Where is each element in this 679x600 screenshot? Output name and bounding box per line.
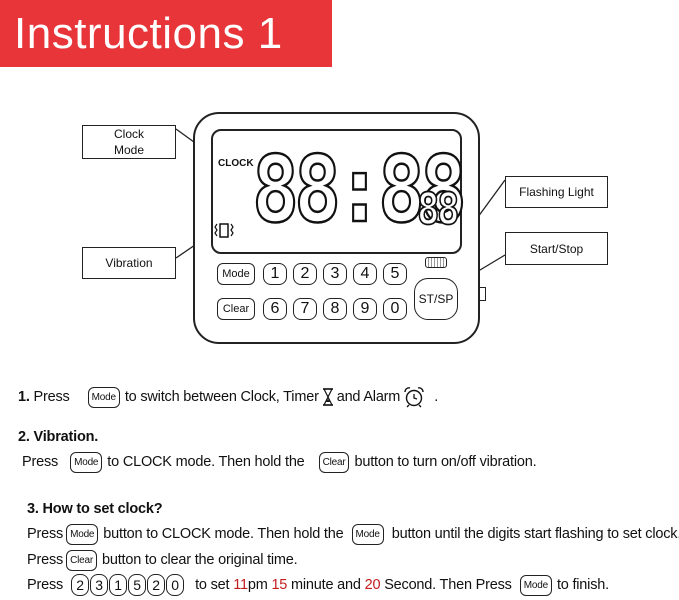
step1-text-a: to switch between Clock, Timer	[124, 389, 319, 405]
step3-line1-mode-chip: Mode	[66, 523, 99, 545]
step3-line1-text-b: button until the digits start flashing t…	[391, 526, 679, 542]
step3-line1: Press Mode button to CLOCK mode. Then ho…	[27, 521, 679, 547]
step3-line3-text-e: to finish.	[556, 577, 609, 593]
step2-text-b: button to turn on/off vibration.	[354, 454, 537, 470]
number-button-7[interactable]: 7	[293, 298, 317, 320]
step3-digit-chip: 3	[90, 574, 109, 596]
step3-line1-mode-chip2: Mode	[351, 523, 384, 545]
step3-digit-chip: 0	[166, 574, 185, 596]
number-button-9[interactable]: 9	[353, 298, 377, 320]
number-button-6[interactable]: 6	[263, 298, 287, 320]
number-button-8[interactable]: 8	[323, 298, 347, 320]
step3-minute: 15	[271, 577, 288, 593]
flashing-light-callout-label: Flashing Light	[519, 185, 594, 199]
step2-heading: 2. Vibration.	[18, 427, 98, 447]
number-button-1[interactable]: 1	[263, 263, 287, 285]
number-button-5[interactable]: 5	[383, 263, 407, 285]
hourglass-icon	[322, 388, 333, 406]
clock-mode-callout-line1: Clock	[113, 127, 144, 141]
step3-line3: Press 2 3 1 5 2 0 to set 11 pm 15 minute…	[27, 572, 609, 598]
step3-line3-text-a: to set	[195, 577, 230, 593]
start-stop-button[interactable]: ST/SP	[414, 278, 458, 320]
step1-text-b: and Alarm	[336, 389, 401, 405]
step1-press: Press	[33, 389, 70, 405]
step3-line2-press: Press	[27, 552, 64, 568]
lcd-clock-label: CLOCK	[218, 158, 254, 169]
clock-mode-callout-line2: Mode	[113, 143, 145, 157]
number-button-2[interactable]: 2	[293, 263, 317, 285]
clear-button[interactable]: Clear	[217, 298, 255, 320]
step2-text-a: to CLOCK mode. Then hold the	[107, 454, 305, 470]
mode-button[interactable]: Mode	[217, 263, 255, 285]
step3-line2-clear-chip: Clear	[66, 549, 97, 571]
step3-line3-text-b: pm	[247, 577, 268, 593]
alarm-clock-icon	[404, 387, 424, 408]
lcd-main-digits: 88:88	[251, 136, 468, 243]
step3-hour: 11	[233, 577, 248, 593]
start-stop-callout: Start/Stop	[505, 232, 608, 265]
number-button-0[interactable]: 0	[383, 298, 407, 320]
vibration-icon	[214, 223, 234, 238]
step3-digit-chip: 1	[109, 574, 128, 596]
step2-heading-text: 2. Vibration.	[18, 429, 99, 445]
step3-line3-text-d: Second. Then Press	[384, 577, 512, 593]
flashing-light-led	[425, 257, 447, 268]
device-side-button	[480, 287, 486, 301]
number-button-4[interactable]: 4	[353, 263, 377, 285]
flashing-light-callout: Flashing Light	[505, 176, 608, 208]
step3-heading: 3. How to set clock?	[27, 499, 163, 519]
step3-line3-mode-chip: Mode	[519, 574, 552, 596]
clock-mode-callout: Clock Mode	[82, 125, 176, 159]
step3-line3-press: Press	[27, 577, 64, 593]
vibration-callout: Vibration	[82, 247, 176, 279]
step1-number: 1.	[18, 389, 30, 405]
step3-digit-chip: 2	[71, 574, 90, 596]
step3-heading-text: 3. How to set clock?	[27, 501, 163, 517]
number-button-3[interactable]: 3	[323, 263, 347, 285]
step3-line1-press: Press	[27, 526, 64, 542]
start-stop-callout-label: Start/Stop	[529, 241, 584, 256]
step3-line2-text: button to clear the original time.	[101, 552, 298, 568]
step2-clear-chip: Clear	[318, 451, 350, 473]
step1-text-c: .	[434, 389, 439, 405]
page-title: Instructions 1	[0, 0, 332, 67]
lcd-seconds-digits: 88	[416, 184, 460, 235]
vibration-callout-label: Vibration	[105, 256, 153, 270]
step1-line: 1. Press Mode to switch between Clock, T…	[18, 384, 438, 410]
step3-line3-text-c: minute and	[291, 577, 361, 593]
step2-mode-chip: Mode	[70, 451, 103, 473]
step3-line1-text-a: button to CLOCK mode. Then hold the	[103, 526, 344, 542]
step3-digit-chip: 5	[128, 574, 147, 596]
step2-line: Press Mode to CLOCK mode. Then hold the …	[22, 449, 537, 475]
step3-line2: Press Clear button to clear the original…	[27, 547, 298, 573]
lcd-screen	[211, 129, 462, 254]
step3-second: 20	[364, 577, 381, 593]
step2-press: Press	[22, 454, 59, 470]
step1-mode-chip: Mode	[87, 386, 120, 408]
step3-digit-chip: 2	[147, 574, 166, 596]
